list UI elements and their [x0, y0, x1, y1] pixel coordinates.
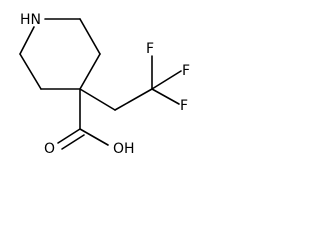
- fluorine-top-label: F: [146, 41, 154, 57]
- bond-c-oh: [79, 128, 109, 146]
- carbonyl-oxygen-label: O: [44, 141, 55, 157]
- bond-c-f-bottom: [151, 88, 180, 105]
- atom-labels: HN F F F O OH: [20, 12, 190, 157]
- bond-c4-ch2: [79, 88, 116, 111]
- fluorine-bottom-label: F: [180, 98, 188, 114]
- bond-c-o-double-2: [61, 134, 85, 150]
- nh-label: HN: [20, 12, 41, 28]
- bond-c5-c6: [19, 53, 42, 90]
- bond-c3-c4: [79, 53, 101, 90]
- bond-c-f-right: [151, 70, 182, 90]
- hydroxyl-label: OH: [113, 141, 135, 157]
- molecule-structure-diagram: HN F F F O OH: [19, 12, 190, 157]
- bond-c6-n: [19, 26, 35, 55]
- fluorine-right-label: F: [182, 63, 190, 79]
- bond-c-o-double-1: [57, 128, 81, 144]
- bond-ch2-cf3: [114, 88, 153, 111]
- bonds: [19, 18, 182, 150]
- bond-c2-c3: [79, 18, 101, 55]
